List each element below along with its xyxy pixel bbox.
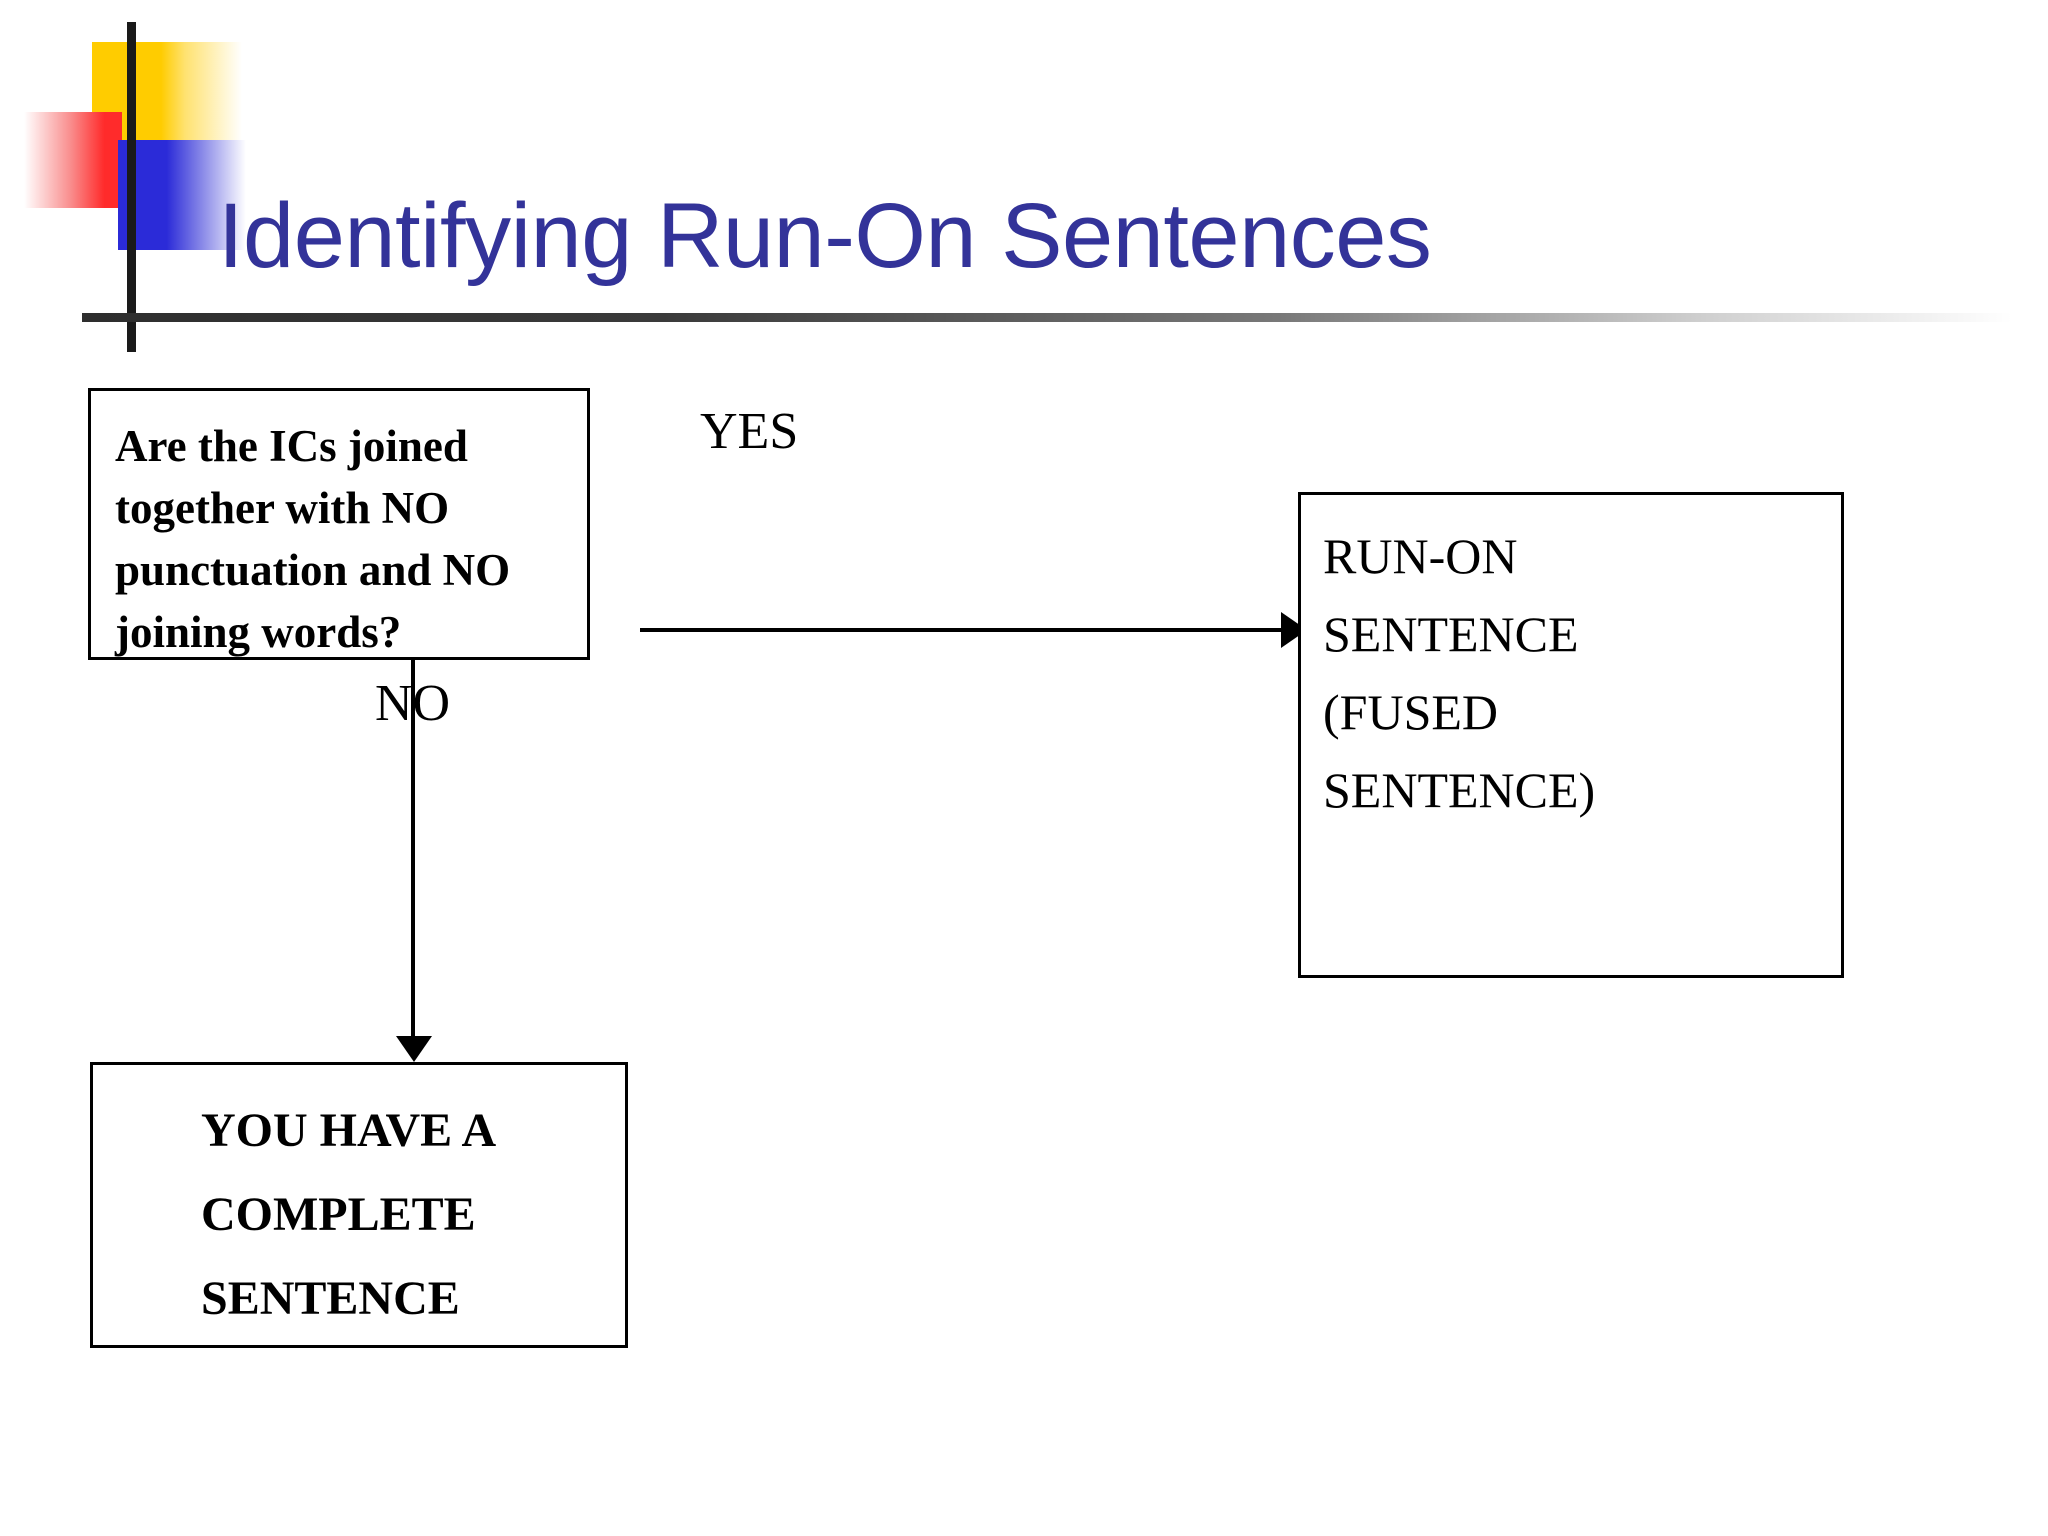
question-box-line-1: Are the ICs joined <box>115 421 468 471</box>
runon-sentence-box-text: RUN-ON SENTENCE (FUSED SENTENCE) <box>1301 495 1841 829</box>
runon-box-line-2: SENTENCE <box>1323 606 1579 662</box>
page-title: Identifying Run-On Sentences <box>218 185 1432 287</box>
runon-box-line-4: SENTENCE) <box>1323 762 1596 818</box>
question-box-line-4: joining words? <box>115 607 402 657</box>
edge-label-yes: YES <box>700 403 799 460</box>
cross-vertical-icon <box>127 22 136 352</box>
red-square-icon <box>24 112 122 208</box>
question-box: Are the ICs joined together with NO punc… <box>88 388 590 660</box>
question-box-text: Are the ICs joined together with NO punc… <box>91 391 587 663</box>
complete-box-line-3: SENTENCE <box>201 1272 460 1325</box>
title-underline-rule <box>82 313 2012 322</box>
question-box-line-3: punctuation and NO <box>115 545 511 595</box>
yellow-square-icon <box>92 42 242 140</box>
connector-no-line <box>411 660 415 1040</box>
complete-sentence-box-text: YOU HAVE A COMPLETE SENTENCE <box>93 1065 625 1341</box>
complete-sentence-box: YOU HAVE A COMPLETE SENTENCE <box>90 1062 628 1348</box>
runon-sentence-box: RUN-ON SENTENCE (FUSED SENTENCE) <box>1298 492 1844 978</box>
runon-box-line-1: RUN-ON <box>1323 528 1518 584</box>
complete-box-line-2: COMPLETE <box>201 1188 476 1241</box>
connector-yes-line <box>640 628 1285 632</box>
connector-no-arrowhead-icon <box>396 1036 432 1062</box>
runon-box-line-3: (FUSED <box>1323 684 1499 740</box>
complete-box-line-1: YOU HAVE A <box>201 1104 497 1157</box>
question-box-line-2: together with NO <box>115 483 450 533</box>
